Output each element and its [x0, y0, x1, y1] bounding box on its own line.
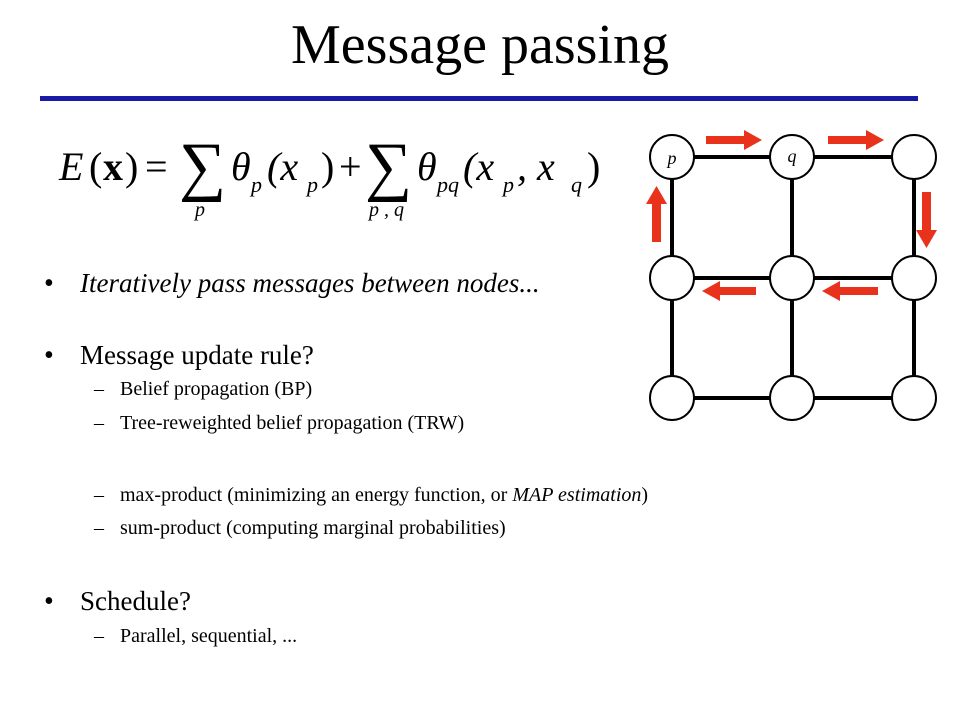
sub-item-bp: –Belief propagation (BP)	[94, 378, 312, 401]
formula-theta-1-arg: (x	[267, 144, 298, 189]
formula-theta-1: θ	[231, 144, 251, 189]
sub-item-trw: –Tree-reweighted belief propagation (TRW…	[94, 412, 464, 435]
title-rule	[40, 96, 918, 101]
bullet-text: Iteratively pass messages between nodes.…	[80, 268, 540, 298]
message-arrow-up	[646, 186, 667, 242]
formula-plus: +	[339, 144, 362, 189]
grid-mrf-diagram: p q	[630, 120, 950, 440]
grid-node	[891, 255, 937, 301]
sub-dash: –	[94, 378, 104, 400]
grid-node	[891, 134, 937, 180]
slide-title: Message passing	[291, 14, 669, 76]
formula-sum-2-index: p , q	[367, 199, 404, 221]
sub-text: Parallel, sequential, ...	[120, 625, 298, 647]
bullet-dot: •	[44, 340, 54, 371]
message-arrow-left	[702, 281, 756, 301]
grid-node-p	[649, 134, 695, 180]
sub-dash: –	[94, 412, 104, 434]
sub-dash: –	[94, 625, 104, 647]
message-arrows	[646, 130, 937, 301]
sub-text: max-product (minimizing an energy functi…	[120, 484, 513, 506]
formula-sum-2: ∑	[365, 130, 412, 203]
node-label-p: p	[666, 148, 677, 168]
sub-dash: –	[94, 484, 104, 506]
formula-theta-1-arg-sub: p	[305, 172, 318, 197]
bullet-text: Message update rule?	[80, 340, 314, 370]
formula-theta-1-sub: p	[249, 172, 262, 197]
grid-node	[769, 255, 815, 301]
bullet-dot: •	[44, 586, 54, 617]
message-arrow-right	[706, 130, 762, 150]
grid-node	[649, 375, 695, 421]
node-label-q: q	[788, 146, 797, 166]
grid-node	[891, 375, 937, 421]
formula-sum-1: ∑	[179, 130, 226, 203]
formula-theta-2-arg-a-sub: p	[501, 172, 514, 197]
sub-item-sum-product: –sum-product (computing marginal probabi…	[94, 517, 506, 540]
message-arrow-left	[822, 281, 878, 301]
sub-item-parallel: –Parallel, sequential, ...	[94, 625, 297, 648]
formula-theta-2-close: )	[587, 144, 600, 189]
formula-theta-1-close: )	[321, 144, 334, 189]
formula-theta-2: θ	[417, 144, 437, 189]
formula-theta-2-comma: , x	[517, 144, 555, 189]
formula-lhs-E: E	[58, 144, 83, 189]
sub-text: Belief propagation (BP)	[120, 378, 313, 400]
formula-lhs-x: x	[103, 144, 123, 189]
formula-lhs-close: )	[125, 144, 138, 189]
formula-equals: =	[145, 144, 168, 189]
bullet-text: Schedule?	[80, 586, 191, 616]
formula-theta-2-arg-a: (x	[463, 144, 494, 189]
formula-sum-1-index: p	[193, 199, 205, 221]
sub-text: sum-product (computing marginal probabil…	[120, 517, 506, 539]
grid-node-q	[769, 134, 815, 180]
message-arrow-right	[828, 130, 884, 150]
sub-dash: –	[94, 517, 104, 539]
message-arrow-down	[916, 192, 937, 248]
grid-node	[649, 255, 695, 301]
grid-node	[769, 375, 815, 421]
sub-item-max-product: –max-product (minimizing an energy funct…	[94, 484, 648, 507]
bullet-dot: •	[44, 268, 54, 299]
sub-text-end: )	[641, 484, 649, 506]
sub-text-italic: MAP estimation	[512, 484, 642, 506]
energy-formula: E ( x ) = ∑ p θ p (x p ) + ∑ p , q θ pq …	[55, 122, 615, 232]
sub-text: Tree-reweighted belief propagation (TRW)	[120, 412, 465, 434]
grid-nodes	[649, 134, 937, 421]
formula-lhs-open: (	[89, 144, 102, 189]
formula-theta-2-arg-b-sub: q	[571, 172, 582, 197]
formula-theta-2-sub: pq	[435, 172, 459, 197]
